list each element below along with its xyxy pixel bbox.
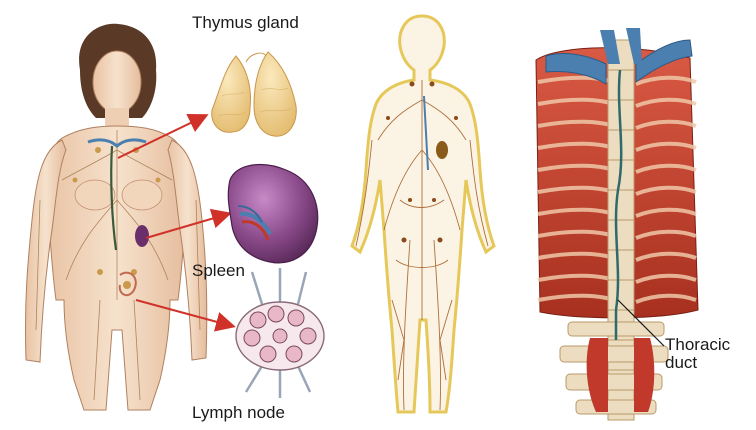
lymph-node-label: Lymph node (192, 404, 285, 422)
thoracic-duct-label-line2: duct (665, 354, 730, 372)
lymphatic-network-figure (352, 16, 494, 412)
spleen-label: Spleen (192, 262, 245, 280)
thoracic-duct-label: Thoracic duct (665, 336, 730, 372)
thymus-gland-label: Thymus gland (192, 14, 299, 32)
spleen-illustration (228, 165, 317, 263)
human-figure-female (25, 24, 206, 410)
thoracic-duct-label-line1: Thoracic (665, 336, 730, 354)
thymus-gland-illustration (212, 52, 297, 136)
lymph-node-illustration (236, 268, 324, 398)
figure-face (93, 51, 141, 113)
